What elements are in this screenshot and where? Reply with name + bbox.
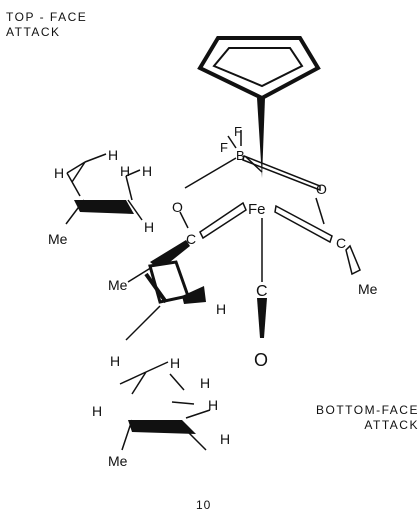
compound-number-label: 10 [196,498,212,512]
atom-hydrogen: H [92,403,102,419]
atom-boron: B [236,148,245,163]
atom-hydrogen: H [54,165,64,181]
atom-hydrogen: H [142,163,152,179]
bottom-face-attack-label: BOTTOM-FACE ATTACK [316,403,419,433]
upper-diene [65,153,143,225]
atom-hydrogen: H [220,431,230,447]
atom-carbon-acyl-right: C [336,235,346,251]
atom-methyl-upper-diene: Me [48,231,68,247]
atom-iron: Fe [248,201,266,218]
atom-hydrogen: H [200,375,210,391]
atom-hydrogen: H [216,301,226,317]
atom-methyl-lower-diene: Me [108,453,128,469]
cp-iron-wedge [257,98,265,178]
atom-methyl-center-alkene: Me [108,277,128,293]
bottom-face-attack-line2: ATTACK [364,418,419,432]
atom-hydrogen: H [120,163,130,179]
atom-hydrogen: H [108,147,118,163]
atom-hydrogen: H [110,353,120,369]
carbonyl-bonds [257,218,267,338]
atom-carbon-carbonyl: C [256,283,268,300]
atom-fluorine-1: F [234,124,242,139]
bottom-face-attack-line1: BOTTOM-FACE [316,403,419,417]
atom-oxygen-bottom: O [254,350,268,370]
acyl-right-bonds [274,197,361,276]
top-face-attack-line1: TOP - FACE [6,10,88,24]
lower-diene [119,361,211,451]
cyclopentadienyl-ring [197,36,321,101]
atom-hydrogen: H [208,397,218,413]
top-face-attack-label: TOP - FACE ATTACK [6,10,87,40]
top-face-attack-line2: ATTACK [6,25,61,39]
atom-carbon-acyl: C [186,231,196,247]
center-alkene [125,245,206,341]
atom-hydrogen: H [170,355,180,371]
atom-hydrogen: H [144,219,154,235]
atom-fluorine-2: F [220,140,228,155]
atom-methyl-acyl: Me [358,281,378,297]
atom-oxygen-right: O [316,181,327,197]
atom-oxygen-left: O [172,199,183,215]
bf2-group [184,130,321,192]
